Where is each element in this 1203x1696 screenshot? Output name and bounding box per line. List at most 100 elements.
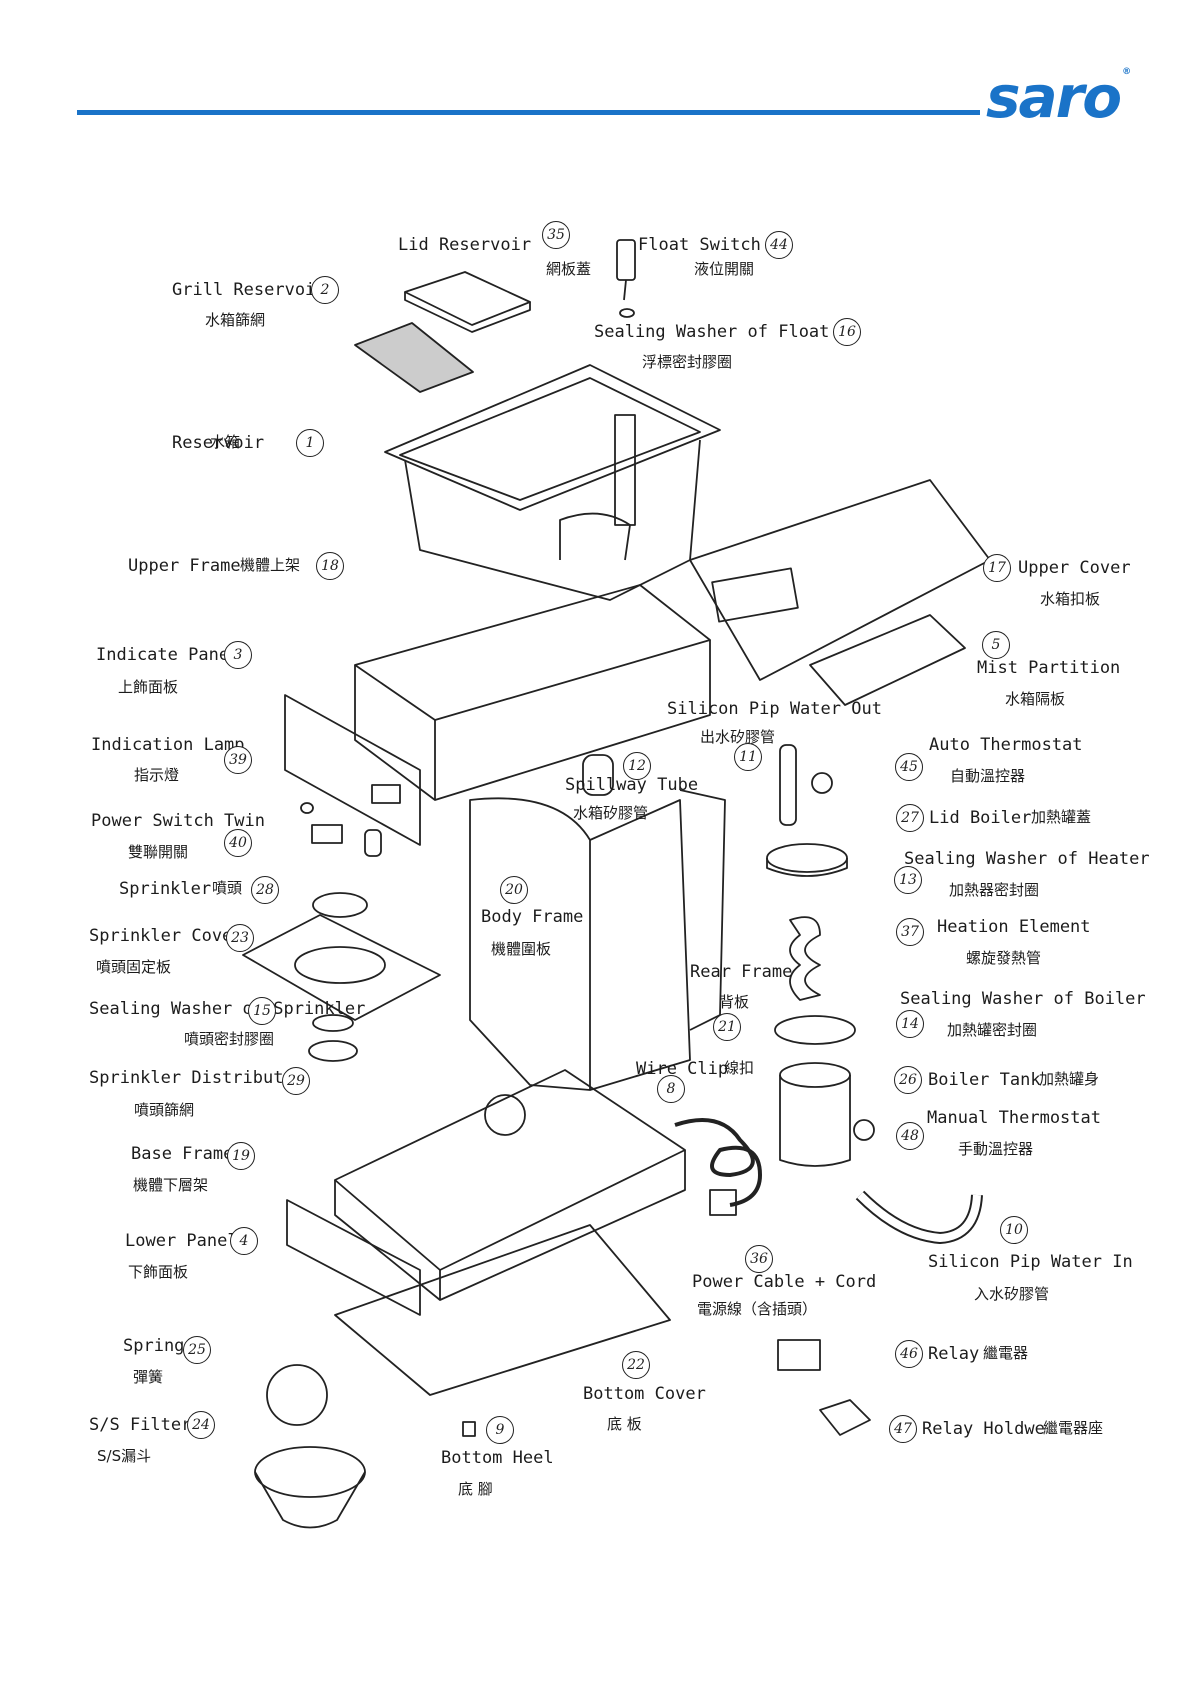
part-label-5: Mist Partition (977, 658, 1121, 678)
part-label-8: Wire Clip (636, 1059, 729, 1079)
part-number-47: 47 (889, 1415, 917, 1443)
part-label-14: Sealing Washer of Boiler (900, 989, 1146, 1009)
part-number-37: 37 (896, 918, 924, 946)
part-label-44: Float Switch (638, 235, 761, 255)
lower-panel-part (286, 1199, 421, 1316)
part-label-10: Silicon Pip Water In (928, 1252, 1133, 1272)
sprinkler-distributor-part (308, 1040, 358, 1062)
part-number-40: 40 (224, 829, 252, 857)
part-number-17: 17 (983, 554, 1011, 582)
part-number-19: 19 (227, 1142, 255, 1170)
part-label-zh-5: 水箱隔板 (1005, 690, 1066, 708)
part-label-13: Sealing Washer of Heater (904, 849, 1150, 869)
part-number-14: 14 (896, 1010, 924, 1038)
relay-holder-part (819, 1399, 871, 1436)
part-label-zh-3: 上飾面板 (118, 678, 179, 696)
part-number-20: 20 (500, 876, 528, 904)
part-label-zh-22: 底 板 (607, 1415, 642, 1433)
part-number-44: 44 (765, 231, 793, 259)
part-label-zh-17: 水箱扣板 (1040, 590, 1101, 608)
part-number-11: 11 (734, 743, 762, 771)
part-label-zh-39: 指示燈 (134, 766, 180, 784)
brand-logo: saro® (986, 63, 1131, 131)
reservoir-part (384, 364, 721, 511)
part-number-45: 45 (895, 753, 923, 781)
part-label-36: Power Cable + Cord (692, 1272, 877, 1292)
part-label-zh-36: 電源線（含插頭） (697, 1300, 818, 1318)
part-number-16: 16 (833, 318, 861, 346)
part-number-4: 4 (230, 1227, 258, 1255)
part-label-20: Body Frame (481, 907, 584, 927)
ss-filter-part (254, 1446, 366, 1498)
part-number-25: 25 (183, 1336, 211, 1364)
upper-frame-part (354, 584, 711, 721)
heating-element-part (789, 916, 821, 1001)
lid-boiler-part (766, 843, 848, 873)
spillway-tube-part (582, 754, 614, 796)
part-number-35: 35 (542, 221, 570, 249)
part-label-24: S/S Filter (89, 1415, 192, 1435)
float-switch-part (616, 239, 636, 281)
part-number-24: 24 (187, 1411, 215, 1439)
part-label-35: Lid Reservoir (398, 235, 532, 255)
sprinkler-washer-part (312, 1014, 354, 1032)
part-number-13: 13 (894, 866, 922, 894)
part-label-zh-26: 加熱罐身 (1039, 1070, 1100, 1088)
part-label-45: Auto Thermostat (929, 735, 1083, 755)
part-label-zh-21: 背板 (719, 993, 750, 1011)
manual-thermostat-part (853, 1119, 875, 1141)
part-label-9: Bottom Heel (441, 1448, 554, 1468)
part-label-39: Indication Lamp (91, 735, 245, 755)
part-number-26: 26 (894, 1066, 922, 1094)
part-label-zh-29: 噴頭篩網 (134, 1101, 195, 1119)
part-number-18: 18 (316, 552, 344, 580)
part-label-zh-9: 底 腳 (458, 1480, 493, 1498)
part-label-21: Rear Frame (690, 962, 793, 982)
part-label-zh-11: 出水矽膠管 (700, 728, 776, 746)
part-label-zh-27: 加熱罐蓋 (1031, 808, 1092, 826)
part-label-zh-28: 噴頭 (212, 879, 243, 897)
grill-reservoir-part (354, 322, 474, 393)
mist-partition-part (809, 614, 966, 706)
part-number-12: 12 (623, 752, 651, 780)
part-label-27: Lid Boiler (929, 808, 1032, 828)
bottom-heel-part (462, 1421, 476, 1437)
part-label-zh-24: S/S漏斗 (97, 1447, 152, 1465)
part-number-29: 29 (282, 1067, 310, 1095)
part-label-zh-12: 水箱矽膠管 (573, 804, 649, 822)
part-label-zh-40: 雙聯開關 (128, 843, 189, 861)
part-number-48: 48 (896, 1122, 924, 1150)
part-number-27: 27 (896, 804, 924, 832)
part-label-zh-8: 線扣 (724, 1059, 755, 1077)
part-label-zh-45: 自動溫控器 (950, 767, 1026, 785)
part-number-23: 23 (226, 924, 254, 952)
part-label-zh-46: 繼電器 (983, 1344, 1029, 1362)
sprinkler-cover-part (242, 914, 441, 1021)
part-label-zh-48: 手動溫控器 (958, 1140, 1034, 1158)
rear-frame-part (679, 789, 726, 1031)
part-number-3: 3 (224, 641, 252, 669)
relay-part (777, 1339, 821, 1371)
part-label-zh-2: 水箱篩網 (205, 311, 266, 329)
part-label-11: Silicon Pip Water Out (667, 699, 882, 719)
part-label-zh-4: 下飾面板 (128, 1263, 189, 1281)
part-label-zh-14: 加熱罐密封圈 (947, 1021, 1038, 1039)
part-label-2: Grill Reservoir (172, 280, 326, 300)
bottom-cover-part (334, 1224, 671, 1396)
part-label-47: Relay Holdwe (922, 1419, 1045, 1439)
part-label-29: Sprinkler Distributor (89, 1068, 304, 1088)
power-cable-part (674, 1118, 762, 1207)
power-switch-part (311, 824, 343, 844)
part-label-zh-13: 加熱器密封圈 (949, 881, 1040, 899)
sprinkler-part (312, 892, 368, 918)
part-label-zh-20: 機體圍板 (491, 940, 552, 958)
part-label-22: Bottom Cover (583, 1384, 706, 1404)
indicate-panel-part (284, 694, 421, 846)
boiler-tank-part (779, 1062, 851, 1088)
auto-thermostat-part (811, 772, 833, 794)
part-label-zh-18: 機體上架 (240, 556, 301, 574)
part-label-48: Manual Thermostat (927, 1108, 1101, 1128)
part-label-zh-47: 繼電器座 (1043, 1419, 1104, 1437)
part-label-15: Sealing Washer of Sprinkler (89, 999, 366, 1019)
